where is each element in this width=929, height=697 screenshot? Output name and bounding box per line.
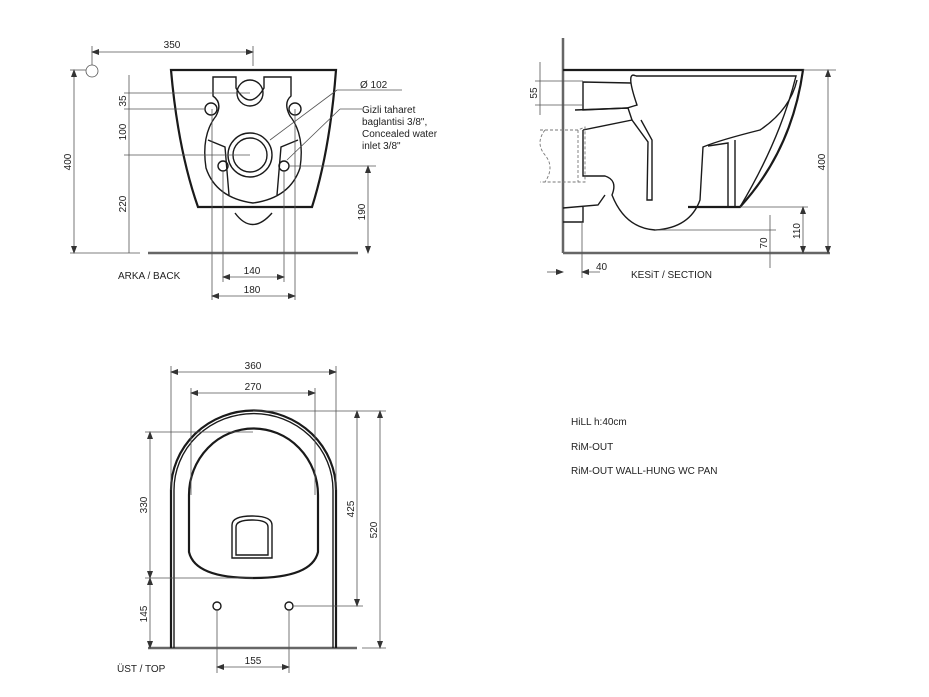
dim-35: 35 <box>118 95 129 107</box>
dim-520: 520 <box>369 521 380 538</box>
section-view: 55 400 110 70 40 KESiT / SECTION <box>529 38 836 281</box>
fixing-hole-left <box>204 102 218 116</box>
dim-40: 40 <box>596 262 608 273</box>
note-line-4: inlet 3/8" <box>362 141 401 152</box>
dim-400-section: 400 <box>817 153 828 170</box>
product-model: HiLL h:40cm <box>571 417 627 428</box>
note-line-1: Gizli taharet <box>362 105 416 116</box>
dim-155: 155 <box>245 656 262 667</box>
dim-55: 55 <box>529 87 540 99</box>
dim-100: 100 <box>118 123 129 140</box>
dim-270: 270 <box>245 382 262 393</box>
diameter-label: Ø 102 <box>360 80 388 91</box>
dim-350: 350 <box>164 40 181 51</box>
dim-140: 140 <box>244 266 261 277</box>
waste-pipe <box>539 126 586 183</box>
dim-110: 110 <box>792 223 803 239</box>
fixing-hole-right-top <box>284 601 294 611</box>
outer-bowl-outline <box>169 409 338 648</box>
note-line-2: baglantisi 3/8", <box>362 117 427 128</box>
dim-220: 220 <box>118 195 129 212</box>
trap-outline <box>574 79 798 231</box>
dim-145: 145 <box>139 605 150 622</box>
dim-360: 360 <box>245 361 262 372</box>
top-view-label: ÜST / TOP <box>117 663 166 675</box>
back-view-label: ARKA / BACK <box>118 271 181 282</box>
rim-outline <box>563 68 805 209</box>
dim-400: 400 <box>63 153 74 170</box>
dim-425: 425 <box>346 500 357 517</box>
bowl-outline-back <box>169 68 338 209</box>
reference-circle <box>85 64 99 78</box>
top-view: 360 270 330 145 425 520 155 ÜST / TOP <box>117 361 386 675</box>
flush-inlet <box>582 74 638 111</box>
dim-330: 330 <box>139 496 150 513</box>
mounting-plate <box>204 76 302 204</box>
dim-190: 190 <box>357 203 368 220</box>
back-view: 350 400 35 100 220 190 140 180 Ø 102 Giz… <box>63 40 438 300</box>
trap-divider <box>631 119 653 201</box>
support-ribs <box>707 140 736 207</box>
frame-ribs <box>207 139 299 196</box>
dim-70: 70 <box>759 237 770 249</box>
bowl-lip <box>234 212 273 226</box>
product-type: RiM-OUT <box>571 442 613 453</box>
note-line-3: Concealed water <box>362 129 438 140</box>
dim-180: 180 <box>244 285 261 296</box>
drain-opening <box>231 515 273 559</box>
base-outline <box>562 194 606 223</box>
fixing-hole-left-top <box>212 601 222 611</box>
section-view-label: KESiT / SECTION <box>631 270 712 281</box>
product-description: RiM-OUT WALL-HUNG WC PAN <box>571 466 717 477</box>
product-info: HiLL h:40cm RiM-OUT RiM-OUT WALL-HUNG WC… <box>571 417 717 477</box>
water-inlet-right <box>278 160 290 172</box>
